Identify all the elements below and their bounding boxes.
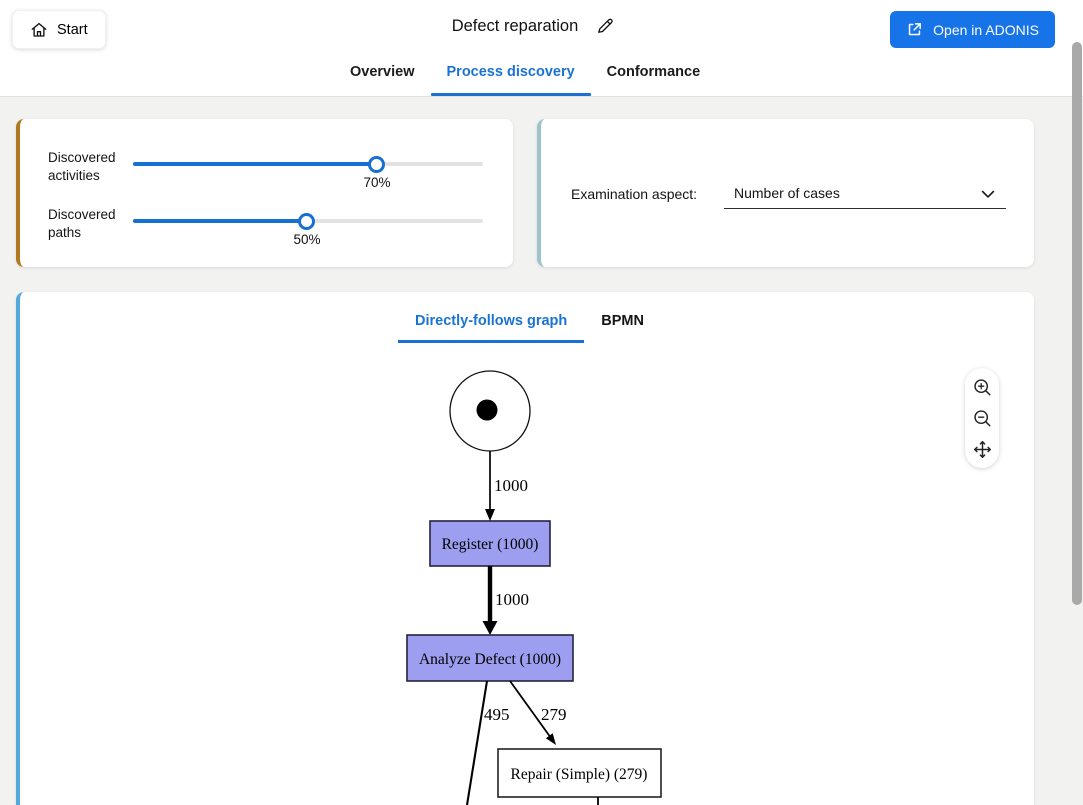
slider-fill — [133, 219, 307, 223]
open-in-adonis-label: Open in ADONIS — [933, 21, 1039, 38]
pencil-icon — [595, 16, 615, 36]
edge-label: 1000 — [495, 590, 529, 609]
node-label: Register (1000) — [442, 536, 539, 553]
edge-start-register: 1000 — [485, 451, 528, 521]
edge-label: 279 — [541, 705, 567, 724]
graph-view-tabs: Directly-follows graph BPMN — [398, 305, 661, 343]
edit-title-button[interactable] — [595, 16, 615, 36]
start-event-node[interactable] — [449, 370, 531, 452]
discovered-activities-slider-handle[interactable] — [368, 155, 385, 173]
zoom-out-button[interactable] — [971, 407, 993, 429]
vertical-scrollbar-thumb[interactable] — [1072, 42, 1082, 605]
start-button[interactable]: Start — [12, 10, 106, 49]
directly-follows-graph-canvas[interactable]: 1000 Register (1000) 1000 Analyze Defect… — [20, 292, 1034, 805]
discovered-activities-value: 70% — [363, 175, 391, 190]
zoom-controls — [965, 368, 999, 468]
pan-button[interactable] — [971, 438, 993, 460]
node-repair-simple[interactable]: Repair (Simple) (279) — [497, 748, 662, 798]
main-tabs: Overview Process discovery Conformance — [334, 57, 716, 97]
tab-conformance[interactable]: Conformance — [606, 64, 701, 80]
discovery-settings-card: Discovered activities 70% Discovered pat… — [16, 119, 513, 267]
examination-aspect-select[interactable]: Number of cases — [724, 179, 1006, 209]
tab-directly-follows-graph[interactable]: Directly-follows graph — [398, 305, 585, 343]
pan-icon — [972, 439, 993, 460]
discovered-paths-slider-handle[interactable] — [298, 212, 315, 230]
start-event-token — [476, 399, 498, 421]
examination-aspect-label: Examination aspect: — [571, 186, 698, 202]
edge-label: 1000 — [494, 476, 528, 495]
chevron-down-icon — [978, 184, 998, 209]
edge-analyze-repair: 279 — [509, 680, 567, 745]
edge-analyze-offscreen: 495 — [465, 680, 510, 805]
page-title: Defect reparation — [451, 16, 579, 35]
edge-register-analyze: 1000 — [482, 566, 529, 635]
discovered-activities-label: Discovered activities — [48, 150, 116, 183]
app-header: Start Defect reparation Open in ADONIS O… — [0, 0, 1083, 97]
node-label: Analyze Defect (1000) — [419, 651, 561, 668]
slider-fill — [133, 162, 377, 166]
edge-label: 495 — [484, 705, 510, 724]
process-graph-card: Directly-follows graph BPMN 1000 Registe… — [16, 292, 1034, 805]
node-analyze-defect[interactable]: Analyze Defect (1000) — [406, 634, 574, 682]
tab-process-discovery[interactable]: Process discovery — [430, 57, 591, 97]
open-in-adonis-button[interactable]: Open in ADONIS — [890, 11, 1055, 48]
node-register[interactable]: Register (1000) — [429, 520, 551, 567]
external-link-icon — [906, 21, 923, 38]
tab-overview[interactable]: Overview — [350, 64, 415, 80]
zoom-out-icon — [972, 408, 993, 429]
discovered-paths-value: 50% — [293, 232, 321, 247]
selected-option: Number of cases — [734, 185, 840, 201]
examination-card: Examination aspect: Number of cases — [537, 119, 1034, 267]
node-label: Repair (Simple) (279) — [511, 766, 648, 783]
tab-bpmn[interactable]: BPMN — [601, 313, 644, 329]
zoom-in-button[interactable] — [971, 376, 993, 398]
start-button-label: Start — [57, 21, 88, 38]
discovered-activities-slider[interactable] — [133, 162, 483, 166]
discovered-paths-label: Discovered paths — [48, 207, 116, 240]
home-icon — [30, 21, 48, 39]
zoom-in-icon — [972, 377, 993, 398]
